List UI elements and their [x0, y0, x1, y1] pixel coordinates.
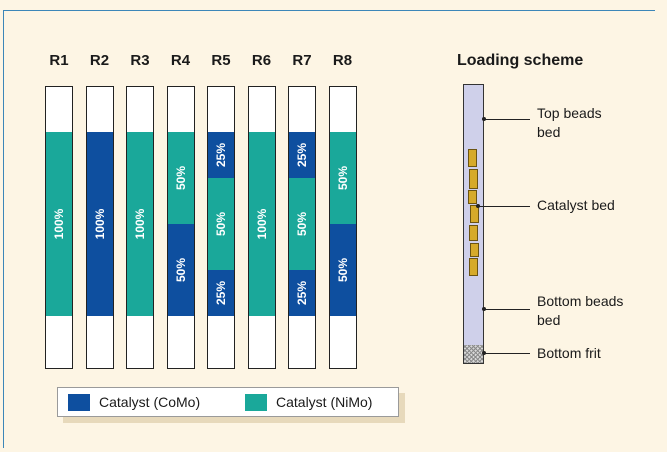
catalyst-segment-como: 25%	[208, 132, 234, 178]
label-bottom-beads-line2: bed	[537, 312, 561, 328]
legend-label-como: Catalyst (CoMo)	[99, 394, 201, 410]
catalyst-segment-nimo: 100%	[127, 132, 153, 316]
segment-percent-label: 50%	[335, 257, 350, 283]
catalyst-segment-como: 25%	[289, 132, 315, 178]
catalyst-bead	[468, 190, 477, 204]
reactor-label-r2: R2	[89, 52, 110, 69]
label-bottom-beads-line1: Bottom beads	[537, 293, 624, 309]
reactor-label-r7: R7	[292, 52, 312, 69]
legend-swatch-como	[68, 394, 90, 411]
reactor-tube-r4: 50% 50%	[166, 86, 195, 369]
reactor-label-r4: R4	[170, 52, 191, 69]
legend-label-nimo: Catalyst (NiMo)	[276, 394, 373, 410]
scheme-title: Loading scheme	[457, 52, 584, 69]
callout-line	[484, 309, 530, 310]
frame-border-top	[3, 10, 655, 11]
callout-line	[478, 206, 530, 207]
bottom-frit-pattern	[464, 345, 483, 363]
segment-percent-label: 50%	[295, 211, 309, 237]
reactor-tube-r3: 100%	[126, 86, 154, 369]
reactor-tube-r5: 25% 50% 25%	[207, 86, 235, 369]
label-top-beads: Top beads bed	[537, 104, 602, 142]
catalyst-segment-nimo: 100%	[46, 132, 72, 316]
segment-percent-label: 50%	[335, 165, 350, 191]
reactor-label-r3: R3	[130, 52, 150, 69]
reactor-tube-r8: 50% 50%	[328, 86, 357, 369]
catalyst-segment-nimo: 50%	[329, 132, 356, 224]
catalyst-segment-nimo: 50%	[208, 178, 234, 270]
catalyst-bead	[469, 169, 478, 189]
legend-swatch-nimo	[245, 394, 267, 411]
legend: Catalyst (CoMo) Catalyst (NiMo)	[57, 387, 399, 417]
catalyst-bead	[468, 149, 477, 167]
label-top-beads-line2: bed	[537, 124, 561, 140]
catalyst-bead	[470, 205, 479, 223]
catalyst-segment-como: 25%	[289, 270, 315, 316]
segment-percent-label: 100%	[133, 208, 147, 240]
catalyst-segment-como: 50%	[329, 224, 356, 316]
reactor-label-r8: R8	[332, 52, 353, 69]
segment-percent-label: 25%	[214, 142, 228, 168]
catalyst-segment-como: 100%	[86, 132, 113, 316]
label-bottom-frit: Bottom frit	[537, 345, 601, 361]
reactor-tube-r7: 25% 50% 25%	[288, 86, 316, 369]
catalyst-segment-nimo: 50%	[289, 178, 315, 270]
segment-percent-label: 25%	[295, 142, 309, 168]
segment-percent-label: 25%	[295, 280, 309, 306]
reactor-label-r1: R1	[49, 52, 69, 69]
catalyst-bead	[469, 225, 478, 241]
reactor-label-r5: R5	[211, 52, 231, 69]
label-catalyst-bed: Catalyst bed	[537, 197, 615, 213]
catalyst-segment-como: 50%	[167, 224, 194, 316]
segment-percent-label: 25%	[214, 280, 228, 306]
callout-line	[484, 119, 530, 120]
catalyst-bead	[470, 243, 479, 257]
reactor-tube-r6: 100%	[247, 86, 276, 369]
segment-percent-label: 50%	[173, 165, 188, 191]
reactor-tube-r2: 100%	[85, 86, 114, 369]
label-top-beads-line1: Top beads	[537, 105, 602, 121]
label-bottom-beads: Bottom beads bed	[537, 292, 623, 330]
catalyst-bead	[469, 258, 478, 276]
frame-border-left	[3, 10, 4, 448]
segment-percent-label: 50%	[214, 211, 228, 237]
reactor-label-r6: R6	[251, 52, 272, 69]
scheme-tube	[463, 84, 484, 364]
reactor-tube-r1: 100%	[45, 86, 73, 369]
callout-line	[484, 353, 530, 354]
segment-percent-label: 100%	[254, 208, 269, 240]
segment-percent-label: 100%	[92, 208, 107, 240]
catalyst-segment-como: 25%	[208, 270, 234, 316]
catalyst-segment-nimo: 50%	[167, 132, 194, 224]
catalyst-segment-nimo: 100%	[248, 132, 275, 316]
segment-percent-label: 100%	[52, 208, 66, 240]
segment-percent-label: 50%	[173, 257, 188, 283]
